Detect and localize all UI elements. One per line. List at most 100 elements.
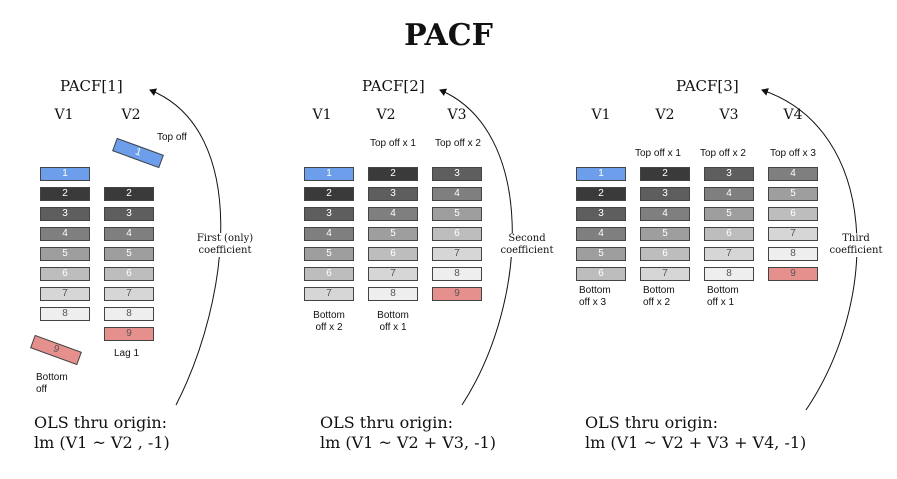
panel3-coef-line2: coefficient bbox=[829, 245, 883, 256]
value-box: 7 bbox=[40, 287, 90, 301]
panel3-top-note-v3: Top off x 2 bbox=[700, 148, 746, 159]
panel1-coef-line1: First (only) bbox=[196, 233, 254, 244]
value-box: 6 bbox=[40, 267, 90, 281]
value-box: 4 bbox=[40, 227, 90, 241]
panel3-ols: OLS thru origin: lm (V1 ~ V2 + V3 + V4, … bbox=[585, 413, 806, 453]
panel1-bottom-note: Bottom off bbox=[36, 372, 68, 396]
value-box: 6 bbox=[768, 207, 818, 221]
panel2-coefficient-note: Second coefficient bbox=[498, 233, 556, 257]
panel3-col-v1: V1 bbox=[591, 107, 611, 123]
panel3-coef-line1: Third bbox=[842, 233, 870, 244]
panel3-top-note-v4: Top off x 3 bbox=[770, 148, 816, 159]
diagram-title: PACF bbox=[404, 18, 493, 53]
panel2-bottom-v1-line1: Bottom bbox=[313, 310, 345, 321]
panel3-top-note-v2: Top off x 1 bbox=[635, 148, 681, 159]
panel2-col-v3: V3 bbox=[447, 107, 467, 123]
value-box: 4 bbox=[640, 207, 690, 221]
panel1-ols-line1: OLS thru origin: bbox=[34, 413, 168, 432]
value-box: 2 bbox=[576, 187, 626, 201]
value-box: 2 bbox=[40, 187, 90, 201]
value-box: 5 bbox=[40, 247, 90, 261]
value-box: 3 bbox=[304, 207, 354, 221]
panel2-ols: OLS thru origin: lm (V1 ~ V2 + V3, -1) bbox=[320, 413, 496, 453]
value-box: 7 bbox=[768, 227, 818, 241]
value-box: 3 bbox=[576, 207, 626, 221]
panel1-top-note: Top off bbox=[157, 132, 187, 143]
panel2-bottom-note-v2: Bottom off x 1 bbox=[365, 310, 421, 334]
panel2-coef-line2: coefficient bbox=[500, 245, 554, 256]
value-box: 1 bbox=[304, 167, 354, 181]
value-box: 6 bbox=[432, 227, 482, 241]
value-box: 4 bbox=[104, 227, 154, 241]
value-box: 2 bbox=[304, 187, 354, 201]
panel2-bottom-v2-line1: Bottom bbox=[377, 310, 409, 321]
value-box: 4 bbox=[704, 187, 754, 201]
value-box: 8 bbox=[704, 267, 754, 281]
value-box: 7 bbox=[304, 287, 354, 301]
value-box: 8 bbox=[40, 307, 90, 321]
panel2-top-note-v2: Top off x 1 bbox=[370, 138, 416, 149]
value-box: 9 bbox=[104, 327, 154, 341]
panel2-ols-line2: lm (V1 ~ V2 + V3, -1) bbox=[320, 433, 496, 452]
panel2-top-note-v3: Top off x 2 bbox=[435, 138, 481, 149]
value-box: 3 bbox=[704, 167, 754, 181]
value-box: 7 bbox=[368, 267, 418, 281]
panel3-bottom-v1-line2: off x 3 bbox=[579, 297, 607, 308]
panel3-col-v3: V3 bbox=[719, 107, 739, 123]
panel1-heading: PACF[1] bbox=[60, 77, 123, 95]
value-box: 5 bbox=[576, 247, 626, 261]
value-box: 3 bbox=[368, 187, 418, 201]
value-box: 5 bbox=[432, 207, 482, 221]
panel3-ols-line1: OLS thru origin: bbox=[585, 413, 719, 432]
value-box: 4 bbox=[432, 187, 482, 201]
arrow-panel3 bbox=[761, 88, 858, 411]
value-box: 6 bbox=[704, 227, 754, 241]
value-box: 6 bbox=[640, 247, 690, 261]
value-box: 5 bbox=[768, 187, 818, 201]
panel1-tilted-bottom-label: 9 bbox=[51, 343, 61, 356]
value-box: 7 bbox=[704, 247, 754, 261]
value-box: 3 bbox=[640, 187, 690, 201]
panel3-coefficient-note: Third coefficient bbox=[826, 233, 886, 257]
panel2-bottom-note-v1: Bottom off x 2 bbox=[301, 310, 357, 334]
value-box: 8 bbox=[368, 287, 418, 301]
value-box: 2 bbox=[104, 187, 154, 201]
panel3-ols-line2: lm (V1 ~ V2 + V3 + V4, -1) bbox=[585, 433, 807, 452]
value-box: 5 bbox=[104, 247, 154, 261]
panel3-col-v2: V2 bbox=[655, 107, 675, 123]
panel1-bottom-note-line2: off bbox=[36, 384, 47, 395]
value-box: 6 bbox=[368, 247, 418, 261]
value-box: 4 bbox=[576, 227, 626, 241]
value-box: 4 bbox=[768, 167, 818, 181]
panel2-bottom-v1-line2: off x 2 bbox=[315, 322, 343, 333]
panel1-ols: OLS thru origin: lm (V1 ~ V2 , -1) bbox=[34, 413, 170, 453]
panel3-bottom-note-v2: Bottom off x 2 bbox=[643, 285, 675, 309]
panel3-heading: PACF[3] bbox=[676, 77, 739, 95]
arrow-panel1 bbox=[149, 88, 222, 406]
value-box: 7 bbox=[640, 267, 690, 281]
panel1-col-v2: V2 bbox=[121, 107, 141, 123]
value-box: 5 bbox=[640, 227, 690, 241]
panel1-bottom-note-line1: Bottom bbox=[36, 372, 68, 383]
value-box: 5 bbox=[704, 207, 754, 221]
panel1-col-v1: V1 bbox=[54, 107, 74, 123]
panel3-bottom-v1-line1: Bottom bbox=[579, 285, 611, 296]
value-box: 8 bbox=[432, 267, 482, 281]
panel1-coef-line2: coefficient bbox=[198, 245, 252, 256]
value-box: 9 bbox=[768, 267, 818, 281]
panel2-ols-line1: OLS thru origin: bbox=[320, 413, 454, 432]
value-box: 4 bbox=[368, 207, 418, 221]
value-box: 6 bbox=[576, 267, 626, 281]
panel1-lag-note: Lag 1 bbox=[114, 348, 140, 359]
panel3-bottom-note-v3: Bottom off x 1 bbox=[707, 285, 739, 309]
value-box: 4 bbox=[304, 227, 354, 241]
value-box: 3 bbox=[40, 207, 90, 221]
value-box: 8 bbox=[768, 247, 818, 261]
panel2-bottom-v2-line2: off x 1 bbox=[379, 322, 407, 333]
panel1-coefficient-note: First (only) coefficient bbox=[192, 233, 258, 257]
value-box: 7 bbox=[432, 247, 482, 261]
panel2-coef-line1: Second bbox=[508, 233, 546, 244]
value-box: 7 bbox=[104, 287, 154, 301]
panel3-bottom-note-v1: Bottom off x 3 bbox=[579, 285, 611, 309]
